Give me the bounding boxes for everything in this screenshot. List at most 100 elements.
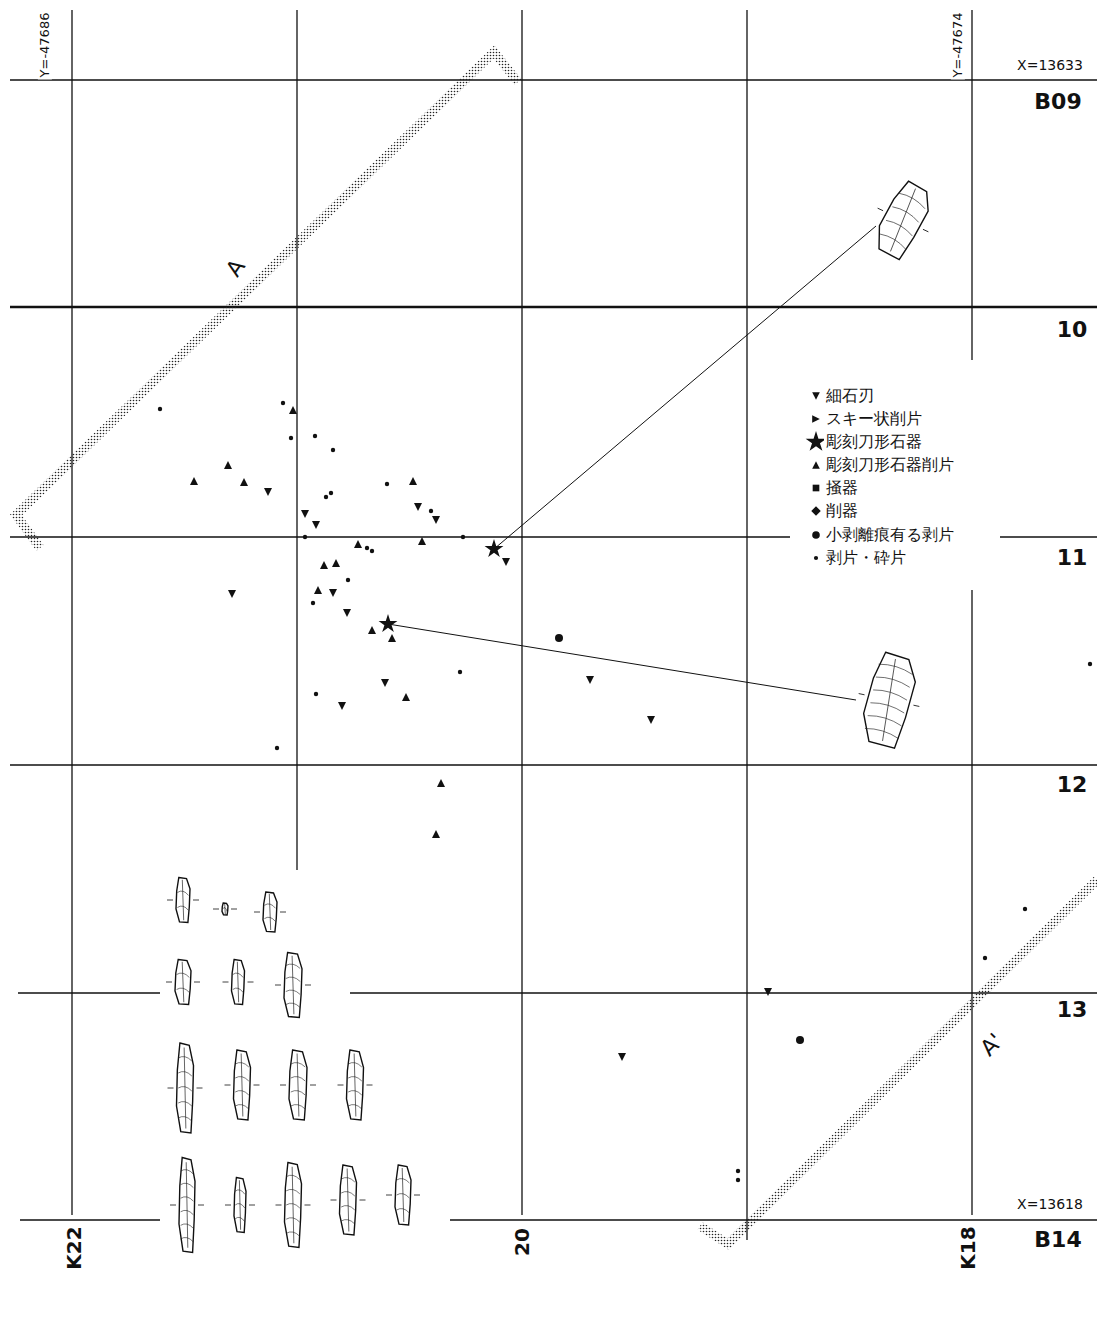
- artifact-symbol: [432, 516, 440, 524]
- microblade-drawing: [166, 960, 200, 1005]
- grid-line: [296, 10, 297, 870]
- section-label: A': [975, 1028, 1010, 1063]
- artifact-symbol: [432, 830, 440, 838]
- artifact-symbol: [379, 614, 398, 632]
- artifact-symbol: [812, 531, 820, 539]
- legend-text: 細石刃: [824, 386, 876, 405]
- artifact-symbol: [314, 692, 318, 696]
- grid-label: 10: [1055, 318, 1090, 342]
- artifact-symbol: [320, 561, 328, 569]
- artifact-symbol: [813, 485, 820, 492]
- artifact-symbol: [812, 415, 820, 423]
- artifact-symbol: [983, 956, 987, 960]
- grid-label: 20: [511, 1226, 533, 1258]
- legend-text: 掻器: [824, 478, 860, 497]
- grid-line: [746, 10, 747, 1240]
- artifact-symbol: [418, 537, 426, 545]
- grid-line: [1000, 536, 1097, 537]
- artifact-symbol: [343, 609, 351, 617]
- leader-line: [494, 226, 876, 549]
- artifact-symbol: [224, 461, 232, 469]
- grid-label: 13: [1055, 998, 1090, 1022]
- artifact-symbol: [618, 1053, 626, 1061]
- artifact-symbol: [736, 1169, 740, 1173]
- artifact-symbol: [812, 392, 820, 400]
- artifact-symbol: [458, 670, 462, 674]
- microblade-drawing: [338, 1050, 373, 1120]
- grid-line: [971, 590, 972, 1215]
- leader-line: [388, 624, 856, 700]
- legend-text: 削器: [824, 501, 860, 520]
- grid-line: [18, 992, 160, 993]
- artifact-symbol: [324, 495, 328, 499]
- artifact-symbol: [502, 558, 510, 566]
- artifact-symbol: [289, 436, 293, 440]
- microblade-drawing: [170, 1158, 204, 1253]
- artifact-symbol: [764, 988, 772, 996]
- coordinate-label: X=13618: [1015, 1197, 1085, 1212]
- coordinate-label: Y=-47674: [951, 11, 965, 80]
- artifact-symbol: [331, 448, 335, 452]
- microblade-drawing: [386, 1165, 420, 1225]
- microblade-drawing: [223, 960, 254, 1005]
- grid-label: 12: [1055, 773, 1090, 797]
- artifact-symbol: [264, 488, 272, 496]
- artifact-symbol: [812, 461, 820, 469]
- grid-line: [10, 764, 1097, 765]
- artifact-symbol: [385, 482, 389, 486]
- artifact-symbol: [332, 559, 340, 567]
- artifact-symbol: [365, 546, 369, 550]
- legend-text: 彫刻刀形石器: [824, 432, 924, 451]
- artifact-symbol: [555, 634, 563, 642]
- microblade-drawing: [276, 1163, 311, 1248]
- section-label: A: [221, 253, 252, 282]
- artifact-symbol: [409, 477, 417, 485]
- grid-line: [20, 1219, 160, 1220]
- artifact-symbol: [275, 746, 279, 750]
- artifact-symbol: [381, 679, 389, 687]
- artifact-symbol: [228, 590, 236, 598]
- artifact-symbol: [388, 634, 396, 642]
- artifact-symbol: [368, 626, 376, 634]
- microblade-drawing: [213, 903, 237, 915]
- microblade-drawing: [225, 1050, 260, 1120]
- grid-line: [71, 10, 72, 1215]
- artifact-symbol: [1023, 907, 1027, 911]
- coordinate-label: X=13633: [1015, 58, 1085, 73]
- artifact-symbol: [736, 1178, 740, 1182]
- artifact-symbol: [312, 521, 320, 529]
- microblade-drawing: [254, 892, 286, 932]
- grid-label: K22: [63, 1224, 85, 1271]
- grid-lines: [10, 10, 1097, 1240]
- grid-line: [10, 79, 1097, 80]
- microblade-drawing: [225, 1178, 255, 1233]
- microblade-drawing: [275, 953, 311, 1018]
- microblade-drawing: [331, 1165, 366, 1235]
- burin-drawing: [849, 649, 929, 752]
- artifact-symbol: [329, 589, 337, 597]
- artifact-symbol: [281, 401, 285, 405]
- artifact-symbol: [240, 478, 248, 486]
- artifact-symbol: [437, 779, 445, 787]
- artifact-symbol: [289, 406, 297, 414]
- artifact-symbol: [414, 503, 422, 511]
- artifact-symbol: [329, 491, 333, 495]
- grid-line: [10, 536, 790, 537]
- artifact-symbol: [338, 702, 346, 710]
- coordinate-label: Y=-47686: [38, 11, 52, 80]
- microblade-drawing: [167, 878, 199, 923]
- artifact-symbol: [485, 539, 504, 557]
- grid-label: B09: [1032, 90, 1083, 114]
- artifact-symbol: [314, 586, 322, 594]
- legend-text: スキー状削片: [824, 409, 924, 428]
- grid-line: [450, 1219, 1097, 1220]
- artifact-symbol: [311, 601, 315, 605]
- artifact-symbol: [303, 535, 307, 539]
- grid-label: 11: [1055, 546, 1090, 570]
- legend-text: 彫刻刀形石器削片: [824, 455, 956, 474]
- grid-label: K18: [957, 1224, 979, 1271]
- legend-text: 小剥離痕有る剥片: [824, 525, 956, 544]
- microblade-drawing: [168, 1043, 203, 1133]
- artifact-symbol: [370, 549, 374, 553]
